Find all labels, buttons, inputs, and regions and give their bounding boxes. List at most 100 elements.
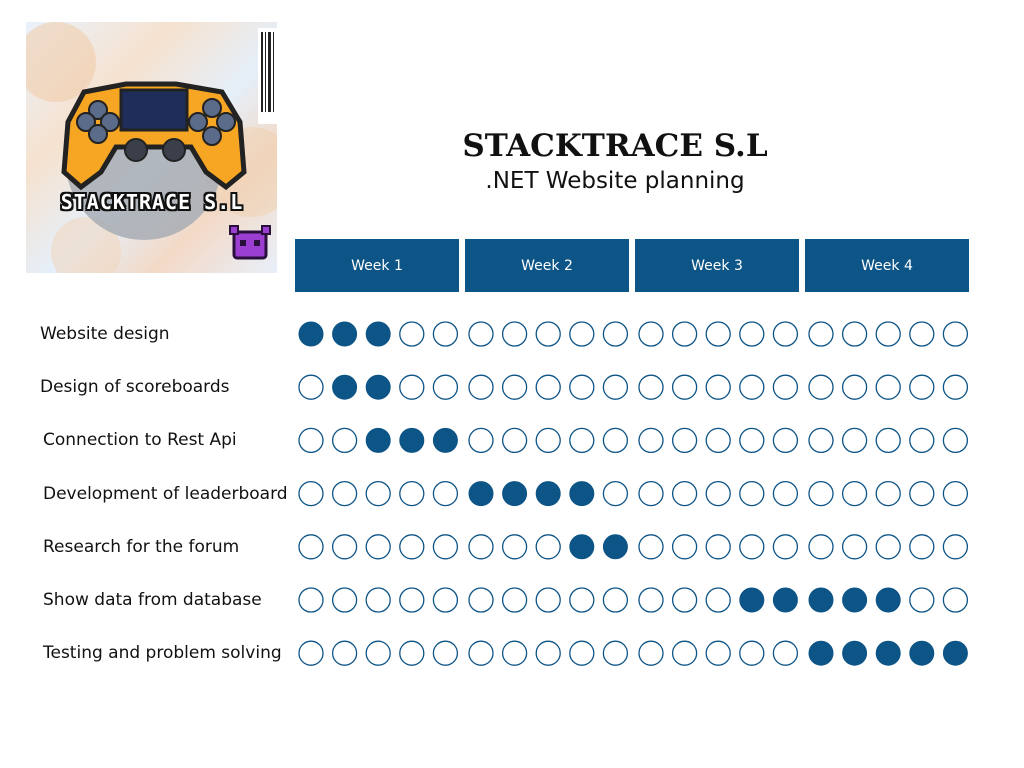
week-header-3: Week 3 xyxy=(635,239,799,292)
slot-empty xyxy=(638,321,664,347)
slot-empty xyxy=(705,534,731,560)
slot-empty xyxy=(432,321,459,347)
slot-empty xyxy=(501,640,528,666)
slot-filled xyxy=(842,640,868,666)
slot-empty xyxy=(602,427,629,454)
slot-empty xyxy=(535,374,561,400)
slot-empty xyxy=(535,640,561,666)
week-header-1: Week 1 xyxy=(295,239,459,292)
slot-empty xyxy=(569,640,595,666)
slot-empty xyxy=(942,534,969,560)
slot-empty xyxy=(331,480,358,507)
slot-filled xyxy=(739,587,765,613)
slot-filled xyxy=(535,481,561,507)
slot-empty xyxy=(739,640,765,666)
slot-filled xyxy=(875,587,901,613)
slot-empty xyxy=(671,374,698,400)
slot-empty xyxy=(432,480,459,507)
slot-filled xyxy=(502,481,528,507)
slot-empty xyxy=(569,587,595,613)
task-label: Research for the forum xyxy=(43,536,240,557)
slot-filled xyxy=(942,640,968,666)
slot-empty xyxy=(399,640,425,666)
slot-empty xyxy=(432,374,459,400)
slot-empty xyxy=(331,427,358,454)
slot-empty xyxy=(942,480,969,507)
slot-empty xyxy=(331,534,358,560)
logo-artwork xyxy=(26,22,277,273)
slot-empty xyxy=(468,640,494,666)
slot-empty xyxy=(705,587,731,613)
slot-empty xyxy=(705,640,731,666)
slot-filled xyxy=(842,587,868,613)
slot-empty xyxy=(772,480,799,507)
slot-empty xyxy=(331,640,358,666)
slot-empty xyxy=(739,427,765,454)
slot-empty xyxy=(569,427,595,454)
gamepad-icon xyxy=(61,81,247,191)
slot-empty xyxy=(671,587,698,613)
slot-empty xyxy=(739,374,765,400)
slot-empty xyxy=(432,640,459,666)
page-title: STACKTRACE S.L xyxy=(462,128,768,164)
slot-empty xyxy=(841,534,868,560)
slot-empty xyxy=(808,534,834,560)
slot-empty xyxy=(808,480,834,507)
slot-empty xyxy=(875,374,901,400)
slot-empty xyxy=(841,480,868,507)
slot-empty xyxy=(365,534,391,560)
slot-filled xyxy=(365,427,391,453)
slot-empty xyxy=(365,640,391,666)
slot-empty xyxy=(298,534,324,560)
slot-filled xyxy=(909,640,935,666)
slot-filled xyxy=(332,321,358,347)
slot-filled xyxy=(432,427,458,453)
slot-empty xyxy=(468,587,494,613)
task-label: Development of leaderboard xyxy=(43,483,288,504)
slot-filled xyxy=(468,481,494,507)
slot-empty xyxy=(909,427,935,454)
slot-empty xyxy=(298,587,324,613)
slot-empty xyxy=(535,427,561,454)
slot-empty xyxy=(671,534,698,560)
barcode-icon xyxy=(258,28,277,124)
slot-empty xyxy=(569,321,595,347)
slot-empty xyxy=(942,587,969,613)
slot-empty xyxy=(501,374,528,400)
slot-empty xyxy=(501,427,528,454)
slot-filled xyxy=(569,481,595,507)
slot-empty xyxy=(671,480,698,507)
company-logo: STACKTRACE S.L xyxy=(26,22,277,273)
slot-empty xyxy=(875,321,901,347)
slot-empty xyxy=(942,321,969,347)
task-label: Design of scoreboards xyxy=(40,377,230,398)
slot-filled xyxy=(365,321,391,347)
slot-filled xyxy=(772,587,798,613)
slot-filled xyxy=(332,374,358,400)
task-label: Show data from database xyxy=(43,590,262,610)
slot-empty xyxy=(875,480,901,507)
slot-empty xyxy=(638,480,664,507)
slot-empty xyxy=(808,374,834,400)
slot-empty xyxy=(399,321,425,347)
slot-empty xyxy=(808,321,834,347)
slot-empty xyxy=(942,374,969,400)
slot-filled xyxy=(875,640,901,666)
slot-filled xyxy=(569,534,595,560)
slot-empty xyxy=(909,480,935,507)
slot-empty xyxy=(638,640,664,666)
slot-empty xyxy=(705,374,731,400)
slot-empty xyxy=(602,321,629,347)
slot-empty xyxy=(705,427,731,454)
slot-empty xyxy=(705,480,731,507)
slot-empty xyxy=(298,640,324,666)
slot-empty xyxy=(772,640,799,666)
slot-empty xyxy=(468,374,494,400)
slot-empty xyxy=(298,480,324,507)
slot-empty xyxy=(841,374,868,400)
slot-empty xyxy=(602,480,629,507)
slot-empty xyxy=(808,427,834,454)
slot-empty xyxy=(909,534,935,560)
slot-empty xyxy=(772,534,799,560)
